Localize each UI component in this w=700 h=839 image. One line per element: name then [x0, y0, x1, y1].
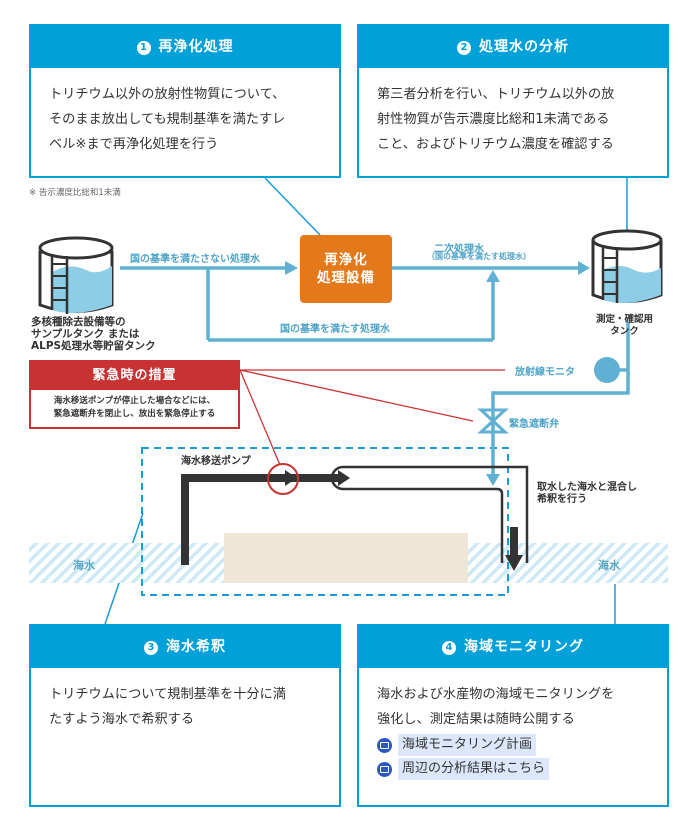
step-number-badge: 1 — [136, 41, 151, 55]
step-card-3-body: トリチウムについて規制基準を十分に満 たすよう海水で希釈する — [31, 668, 339, 732]
step-card-1-body: トリチウム以外の放射性物質について、 そのまま放出しても規制基準を満たすレ ベル… — [31, 68, 339, 157]
check-tank-icon — [591, 229, 663, 304]
label-secondary-water: 二次処理水 — [434, 244, 484, 255]
pump-arrow-2 — [338, 470, 350, 486]
text-line: 取水した海水と混合し — [537, 482, 637, 493]
link-analysis-results-label[interactable]: 周辺の分析結果はこちら — [398, 758, 550, 780]
step-number-badge: 2 — [457, 41, 471, 55]
source-tank-icon — [38, 236, 114, 314]
link-analysis-results[interactable]: 周辺の分析結果はこちら — [377, 758, 649, 780]
process-line: 処理設備 — [317, 270, 375, 286]
radiation-monitor-icon — [594, 357, 620, 383]
text-line: ベル※まで再浄化処理を行う — [49, 137, 219, 152]
text-line: 第三者分析を行い、トリチウム以外の放 — [377, 87, 615, 102]
step-number-badge: 4 — [442, 641, 456, 655]
label-radiation-monitor: 放射線モニタ — [515, 367, 575, 378]
pump-highlight-circle — [267, 463, 299, 495]
footnote: ※ 告示濃度比総和1未満 — [29, 188, 121, 198]
sea-band-right — [468, 543, 668, 583]
link-monitoring-plan[interactable]: 海域モニタリング計画 — [377, 734, 649, 756]
emergency-title: 緊急時の措置 — [31, 362, 238, 390]
arrow-to-check-tank — [578, 261, 590, 275]
step-card-2-title: 処理水の分析 — [479, 39, 569, 55]
process-line: 再浄化 — [324, 252, 368, 268]
text-line: 多核種除去設備等の — [31, 316, 126, 328]
label-check-tank: 測定・確認用 タンク — [596, 314, 653, 338]
text-line: タンク — [610, 326, 639, 337]
text-line: 海水および水産物の海域モニタリングを — [377, 687, 615, 702]
arrow-up-merge — [486, 270, 500, 282]
reprocessing-facility: 再浄化 処理設備 — [300, 235, 392, 303]
text-line: サンプルタンク または — [31, 328, 140, 340]
seabed-block — [224, 533, 468, 583]
text-line: そのまま放出しても規制基準を満たすレ — [49, 112, 286, 127]
text-line: こと、およびトリチウム濃度を確認する — [377, 137, 614, 152]
arrow-down-to-mixing — [486, 474, 500, 486]
step-card-3: 3 海水希釈 トリチウムについて規制基準を十分に満 たすよう海水で希釈する — [29, 624, 341, 807]
callout-line-1 — [264, 177, 321, 236]
text-line: 強化し、測定結果は随時公開する — [377, 712, 575, 727]
external-window-icon — [377, 737, 392, 753]
step-card-2-header: 2 処理水の分析 — [359, 26, 667, 68]
emergency-valve-icon — [477, 408, 509, 434]
step-card-2: 2 処理水の分析 第三者分析を行い、トリチウム以外の放 射性物質が告示濃度比総和1… — [357, 24, 669, 178]
step-number-badge: 3 — [144, 641, 158, 655]
step-card-1: 1 再浄化処理 トリチウム以外の放射性物質について、 そのまま放出しても規制基準を… — [29, 24, 341, 178]
step-card-2-body: 第三者分析を行い、トリチウム以外の放 射性物質が告示濃度比総和1未満である こと… — [359, 68, 667, 157]
text-line: 希釈を行う — [537, 494, 587, 505]
discharge-arrow-head — [505, 555, 523, 571]
text-line: 緊急遮断弁を閉止し、放出を緊急停止する — [53, 409, 216, 419]
label-sea-left: 海水 — [73, 559, 95, 572]
text-line: 海水移送ポンプが停止した場合などには、 — [53, 396, 216, 406]
step-card-4-header: 4 海域モニタリング — [359, 626, 667, 668]
emergency-body: 海水移送ポンプが停止した場合などには、 緊急遮断弁を閉止し、放出を緊急停止する — [31, 390, 238, 427]
step-card-4: 4 海域モニタリング 海水および水産物の海域モニタリングを 強化し、測定結果は随時… — [357, 624, 669, 807]
label-not-meeting-standard: 国の基準を満たさない処理水 — [130, 254, 260, 265]
pump-arrow-1 — [285, 470, 297, 486]
pump-pipe — [181, 465, 529, 565]
label-source-tank: 多核種除去設備等の サンプルタンク または ALPS処理水等貯留タンク — [31, 316, 156, 352]
text-line: トリチウム以外の放射性物質について、 — [49, 87, 286, 102]
link-monitoring-plan-label[interactable]: 海域モニタリング計画 — [398, 734, 537, 756]
label-secondary-water-sub: （国の基準を満たす処理水） — [427, 252, 531, 261]
label-pump: 海水移送ポンプ — [181, 456, 251, 467]
step-card-1-title: 再浄化処理 — [158, 39, 234, 55]
label-meeting-standard: 国の基準を満たす処理水 — [280, 324, 390, 335]
pump-area-box — [141, 447, 509, 596]
emergency-box: 緊急時の措置 海水移送ポンプが停止した場合などには、 緊急遮断弁を閉止し、放出を… — [29, 360, 240, 429]
label-sea-right: 海水 — [598, 559, 620, 572]
text-line: たすよう海水で希釈する — [49, 712, 195, 727]
step-card-3-header: 3 海水希釈 — [31, 626, 339, 668]
text-line: トリチウムについて規制基準を十分に満 — [49, 687, 286, 702]
external-window-icon — [377, 761, 392, 777]
text-line: 測定・確認用 — [596, 314, 654, 325]
label-emergency-valve: 緊急遮断弁 — [509, 419, 559, 430]
discharge-arrow-shaft — [510, 527, 518, 555]
step-card-4-body: 海水および水産物の海域モニタリングを 強化し、測定結果は随時公開する 海域モニタ… — [359, 668, 667, 780]
arrow-to-process — [285, 261, 298, 275]
text-line: 射性物質が告示濃度比総和1未満である — [377, 112, 610, 127]
step-card-1-header: 1 再浄化処理 — [31, 26, 339, 68]
text-line: ALPS処理水等貯留タンク — [31, 340, 156, 352]
step-card-3-title: 海水希釈 — [166, 639, 226, 655]
sea-band-left — [29, 543, 224, 583]
step-card-4-title: 海域モニタリング — [464, 639, 584, 655]
label-mixing: 取水した海水と混合し 希釈を行う — [537, 482, 637, 506]
